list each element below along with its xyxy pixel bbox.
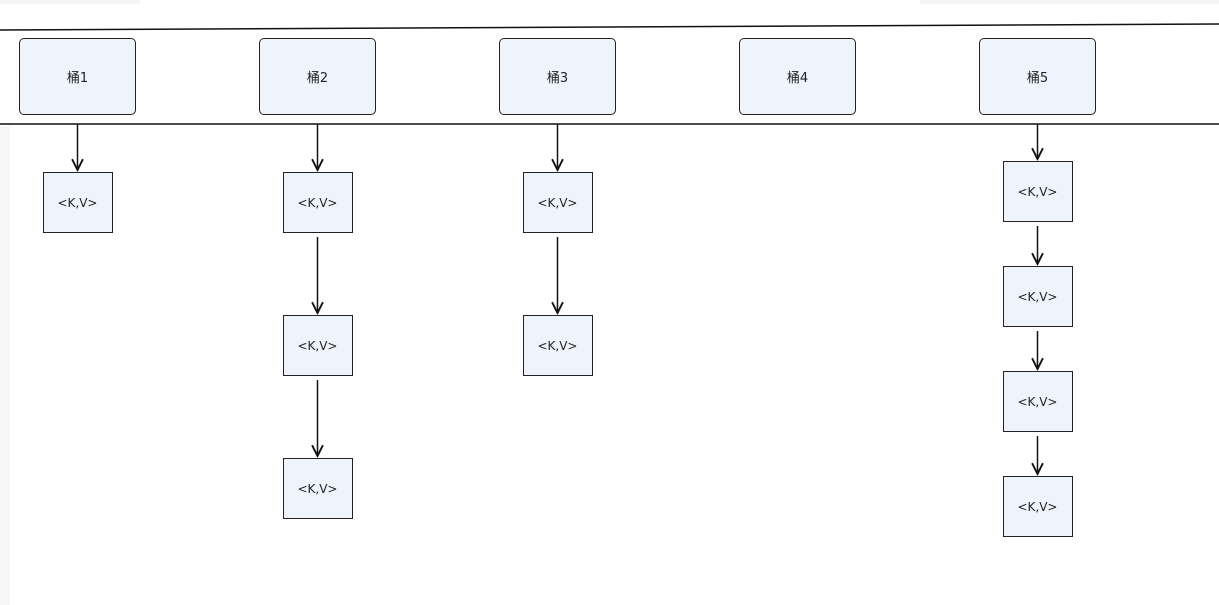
kv-node-label: <K,V> [537,338,578,353]
bucket-2: 桶2 [259,38,376,115]
bucket-label: 桶5 [1026,71,1049,86]
kv-node: <K,V> [282,172,353,233]
kv-node: <K,V> [1002,476,1073,537]
kv-node-label: <K,V> [1017,184,1058,199]
bucket-1: 桶1 [19,38,136,115]
kv-node: <K,V> [1002,161,1073,222]
kv-node: <K,V> [1002,266,1073,327]
bucket-label: 桶2 [306,71,329,86]
kv-node-label: <K,V> [297,338,338,353]
kv-node: <K,V> [42,172,113,233]
kv-node: <K,V> [282,458,353,519]
kv-node-label: <K,V> [1017,394,1058,409]
kv-node-label: <K,V> [57,195,98,210]
kv-node: <K,V> [282,315,353,376]
bucket-label: 桶1 [66,71,89,86]
bucket-array-top-line [0,23,1219,31]
kv-node-label: <K,V> [297,481,338,496]
left-edge [0,126,10,605]
kv-node-label: <K,V> [297,195,338,210]
kv-node-label: <K,V> [1017,289,1058,304]
bucket-4: 桶4 [739,38,856,115]
kv-node: <K,V> [522,315,593,376]
top-shade-right [920,0,1219,4]
bucket-label: 桶3 [546,71,569,86]
top-shade-left [0,0,140,4]
kv-node-label: <K,V> [537,195,578,210]
kv-node: <K,V> [522,172,593,233]
kv-node: <K,V> [1002,371,1073,432]
bucket-3: 桶3 [499,38,616,115]
kv-node-label: <K,V> [1017,499,1058,514]
chain-arrows [78,124,1038,474]
bucket-5: 桶5 [979,38,1096,115]
bucket-label: 桶4 [786,71,809,86]
